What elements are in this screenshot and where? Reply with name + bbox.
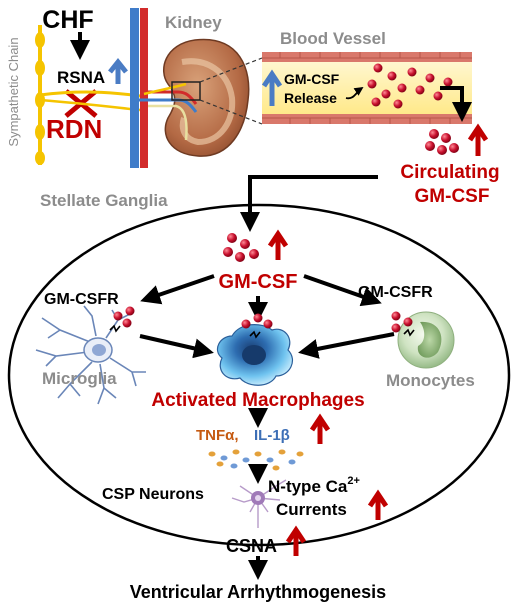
blood-vessel-illustration — [262, 52, 472, 124]
stellate-ganglia-label: Stellate Ganglia — [40, 191, 168, 210]
ntype-superscript: 2+ — [347, 475, 360, 487]
currents-up-arrow-icon — [367, 489, 389, 520]
vessel-gmcsf-particles — [367, 63, 453, 109]
circulating-label-line2: GM-CSF — [415, 186, 490, 207]
cytokine-particles — [208, 449, 304, 471]
gmcsfr-right-label: GM-CSFR — [358, 284, 433, 301]
vessel-to-circulating-arrow — [440, 86, 472, 122]
monocyte-gmcsf-particles — [391, 311, 415, 337]
circulating-gmcsf-particles — [425, 129, 459, 155]
kidney-label: Kidney — [165, 13, 222, 32]
blood-vessel-label: Blood Vessel — [280, 29, 386, 48]
monocyte-illustration — [397, 311, 455, 369]
circulating-up-arrow-icon — [467, 123, 489, 156]
tnfa-label: TNFα, — [196, 427, 239, 444]
rdn-label: RDN — [46, 114, 102, 144]
ganglia-gmcsf-up-arrow-icon — [267, 229, 289, 260]
ntype-currents-label-line1: N-type Ca2+ — [268, 475, 360, 496]
gmcsfr-left-label: GM-CSFR — [44, 291, 119, 308]
gmcsf-release-up-arrow-icon — [261, 69, 283, 106]
csna-label: CSNA — [226, 536, 277, 556]
monocytes-label: Monocytes — [386, 371, 475, 390]
microglia-label: Microglia — [42, 369, 117, 388]
aorta — [140, 8, 148, 168]
vena-cava — [130, 8, 139, 168]
release-curved-arrow — [345, 87, 364, 100]
gmcsf-release-label-line2: Release — [284, 90, 337, 106]
ntype-main: N-type Ca — [268, 477, 348, 496]
cytokines-up-arrow-icon — [309, 413, 331, 444]
csp-neuron-illustration — [231, 479, 287, 528]
circulating-label-line1: Circulating — [400, 162, 499, 183]
chf-label: CHF — [42, 6, 93, 34]
microglia-to-macrophage-arrow — [139, 334, 214, 359]
ganglia-gmcsf-label: GM-CSF — [219, 271, 298, 293]
microglia-gmcsf-particles — [109, 306, 135, 333]
il1b-label: IL-1β — [254, 427, 290, 444]
rsna-up-arrow-icon — [108, 57, 128, 84]
gmcsf-to-microglia-arrow — [140, 274, 215, 305]
microglia-illustration — [35, 305, 146, 405]
circulating-to-ganglia-arrow — [240, 175, 378, 232]
rsna-label: RSNA — [57, 68, 105, 87]
gmcsf-to-monocytes-arrow — [303, 274, 382, 307]
ntype-currents-label-line2: Currents — [276, 500, 347, 519]
monocytes-to-macrophage-arrow — [298, 332, 395, 359]
activated-macrophages-label: Activated Macrophages — [151, 390, 364, 411]
gmcsf-release-label-line1: GM-CSF — [284, 71, 340, 87]
ventricular-arrhythmogenesis-label: Ventricular Arrhythmogenesis — [130, 582, 386, 602]
kidney-illustration — [139, 38, 250, 157]
csp-neurons-label: CSP Neurons — [102, 486, 204, 503]
stellate-ganglia-boundary — [7, 203, 511, 547]
ganglia-gmcsf-particles — [223, 233, 259, 262]
csna-up-arrow-icon — [285, 525, 307, 556]
activated-macrophage-illustration — [217, 324, 293, 386]
sympathetic-chain-label: Sympathetic Chain — [6, 37, 21, 146]
macrophage-gmcsf-particles — [241, 313, 273, 339]
